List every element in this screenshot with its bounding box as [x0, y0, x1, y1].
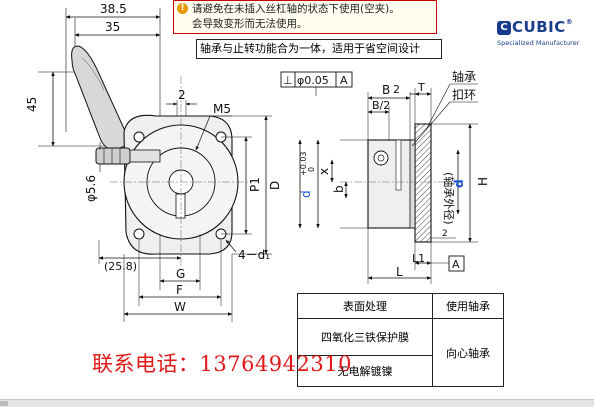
spec-table: 表面处理 使用轴承 四氧化三铁保护膜 向心轴承 无电解镀镍 — [297, 293, 504, 387]
label-b: B — [382, 83, 390, 97]
label-p1: P1 — [248, 177, 262, 192]
side-slit — [395, 139, 402, 191]
label-w: W — [174, 300, 186, 314]
bearing-flange — [414, 123, 432, 243]
spec-surface-2: 无电解镀镍 — [297, 355, 433, 387]
warning-line-1: 请避免在未插入丝杠轴的状态下使用(空夹)。 — [192, 3, 400, 15]
logo-tagline: Specialized Manufacturer — [497, 39, 580, 47]
spec-surface-1: 四氧化三铁保护膜 — [297, 318, 433, 356]
label-f: F — [176, 283, 183, 297]
label-offset: (25.8) — [104, 260, 137, 273]
front-view — [38, 8, 272, 322]
logo-registered: ® — [565, 18, 574, 26]
label-d-tol-sup: +0.03 — [299, 151, 308, 176]
side-view — [280, 71, 478, 284]
scrollbar-thumb[interactable] — [0, 401, 8, 406]
warning-line-2: 会导致变形而无法使用。 — [192, 18, 308, 30]
snap-ring — [409, 139, 416, 229]
label-dim-height: 45 — [25, 97, 39, 112]
label-g: G — [176, 267, 185, 281]
label-dim-top: 38.5 — [100, 2, 127, 16]
logo-brand-text: CUBIC — [512, 18, 566, 36]
spec-col-surface: 表面处理 — [297, 293, 433, 319]
label-bearing: 轴承 — [452, 69, 476, 84]
logo-brand: CUBIC® — [512, 18, 573, 36]
split-slot — [175, 193, 186, 219]
spec-col-bearing: 使用轴承 — [432, 293, 504, 319]
spec-header-row: 表面处理 使用轴承 — [297, 293, 504, 319]
label-datum-bottom: A — [452, 258, 460, 271]
spec-row-1: 四氧化三铁保护膜 向心轴承 — [297, 318, 504, 387]
contact-phone: 联系电话：13764942310 — [92, 352, 352, 376]
leader-bearing — [425, 83, 451, 131]
leader-holes — [225, 239, 237, 253]
warning-note: ! 请避免在未插入丝杠轴的状态下使用(空夹)。 会导致变形而无法使用。 — [173, 0, 437, 34]
feature-note: 轴承与止转功能合为一体，适用于省空间设计 — [196, 39, 442, 59]
label-l1: L1 — [412, 252, 425, 265]
label-slot: 2 — [178, 88, 186, 102]
label-dim-second: 35 — [105, 20, 120, 34]
side-block — [367, 139, 416, 229]
side-view-labels: ⊥ φ0.05 A B B/2 2 T 轴承 扣环 (轴承外径) d +0.03… — [283, 69, 490, 279]
lever-highlight — [81, 57, 105, 91]
label-t: T — [417, 81, 425, 94]
label-bearing-od: (轴承外径) — [442, 172, 456, 225]
label-d-tol: d — [299, 190, 313, 198]
lever-handle — [71, 45, 128, 151]
tolerance-frame — [280, 71, 353, 88]
spec-row-2: 无电解镀镍 — [297, 355, 504, 387]
tol-datum: A — [340, 74, 348, 87]
label-snap-ring: 扣环 — [452, 88, 476, 102]
warning-icon: ! — [177, 3, 188, 14]
leader-m5 — [195, 115, 211, 151]
label-2: 2 — [393, 83, 400, 96]
label-d-tol-sub: 0 — [307, 167, 316, 172]
clamp-screw — [95, 147, 131, 165]
label-screw: M5 — [213, 102, 231, 116]
brand-logo: C CUBIC® Specialized Manufacturer — [497, 17, 592, 53]
label-l: L — [396, 265, 403, 279]
front-view-labels: 38.5 35 45 2 M5 φ5.6 P1 D (25.8) 4－d₁ G … — [25, 2, 282, 314]
label-d-bearing: d — [452, 179, 466, 188]
label-h: H — [476, 177, 490, 186]
label-x: x — [317, 168, 331, 175]
label-pin-dia: φ5.6 — [84, 175, 98, 202]
label-b-small: b — [332, 185, 346, 193]
logo-mark-icon: C — [497, 21, 511, 35]
datum-a-box — [448, 255, 465, 272]
label-holes: 4－d₁ — [238, 248, 270, 262]
mount-hole-bl — [133, 228, 145, 240]
horizontal-scrollbar[interactable] — [0, 399, 594, 407]
mount-hole-tl — [133, 131, 145, 143]
screw-shank — [129, 149, 161, 163]
label-b-half: B/2 — [372, 99, 390, 112]
spec-bearing-1: 向心轴承 — [432, 318, 504, 387]
tol-symbol: ⊥ — [283, 74, 293, 87]
label-2b: 2 — [442, 229, 448, 239]
tol-value: φ0.05 — [297, 74, 329, 87]
label-d: D — [268, 181, 282, 190]
side-screw-hex — [377, 154, 385, 162]
